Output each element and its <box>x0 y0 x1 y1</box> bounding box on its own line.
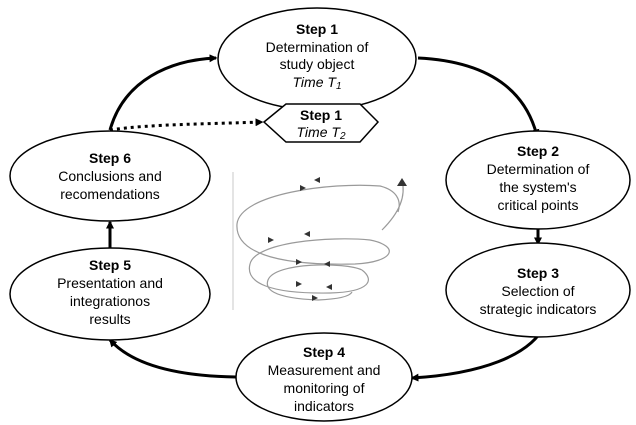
arrow-step6-to-step1 <box>108 54 218 131</box>
spiral-arrowhead <box>296 281 302 287</box>
spiral-illustration <box>232 172 407 310</box>
spiral-arrowhead <box>324 261 330 267</box>
step-5-title: Step 5 <box>89 257 131 273</box>
spiral-arrowhead <box>300 185 306 191</box>
spiral-loop-large <box>236 184 400 265</box>
step-4-line-2: monitoring of <box>284 380 365 396</box>
step-3-line-2: strategic indicators <box>480 301 597 317</box>
spiral-arrowhead <box>326 284 332 290</box>
step-4-line-1: Measurement and <box>268 362 381 378</box>
arrow-step1-to-step2 <box>417 56 540 138</box>
step-1-t2-title: Step 1 <box>300 107 342 123</box>
step-5-node: Step 5 Presentation and integrationos re… <box>9 247 211 341</box>
step-1-title: Step 1 <box>296 21 338 37</box>
spiral-arrowhead <box>296 259 302 265</box>
step-6-node: Step 6 Conclusions and recomendations <box>9 130 211 222</box>
spiral-loop-small <box>266 264 363 301</box>
step-2-title: Step 2 <box>517 143 559 159</box>
step-1-line-1: Determination of <box>266 39 369 55</box>
step-5-line-2: integrationos <box>70 293 150 309</box>
step-3-title: Step 3 <box>517 265 559 281</box>
step-1-time: Time T1 <box>293 74 342 92</box>
step-2-line-1: Determination of <box>487 161 590 177</box>
step-3-line-1: Selection of <box>501 283 574 299</box>
spiral-arrowhead <box>312 295 318 301</box>
dotted-arrow-step6-to-step1-t2 <box>109 118 264 132</box>
step-6-line-1: Conclusions and <box>58 168 162 184</box>
step-5-line-3: results <box>89 311 130 327</box>
step-6-line-2: recomendations <box>60 186 160 202</box>
spiral-arrowhead-tip <box>397 178 407 186</box>
spiral-arrowhead <box>268 237 274 243</box>
step-5-line-1: Presentation and <box>57 275 163 291</box>
spiral-loop-mid <box>248 238 371 294</box>
step-2-line-2: the system's <box>499 179 576 195</box>
step-4-title: Step 4 <box>303 344 345 360</box>
spiral-arrowhead <box>304 231 310 237</box>
step-1-t2-time: Time T2 <box>297 124 346 142</box>
step-4-node: Step 4 Measurement and monitoring of ind… <box>235 332 413 422</box>
step-6-title: Step 6 <box>89 150 131 166</box>
step-1-t2-node: Step 1 Time T2 <box>262 103 380 143</box>
spiral-arrowhead <box>314 177 320 183</box>
step-2-line-3: critical points <box>498 197 579 213</box>
step-4-line-3: indicators <box>294 398 354 414</box>
step-2-node: Step 2 Determination of the system's cri… <box>445 130 631 230</box>
step-3-node: Step 3 Selection of strategic indicators <box>445 242 631 338</box>
arrow-step4-to-step5 <box>108 338 237 379</box>
step-1-line-2: study object <box>280 56 355 72</box>
step-1-node: Step 1 Determination of study object Tim… <box>217 7 417 111</box>
spiral-loop-inner <box>317 291 353 301</box>
